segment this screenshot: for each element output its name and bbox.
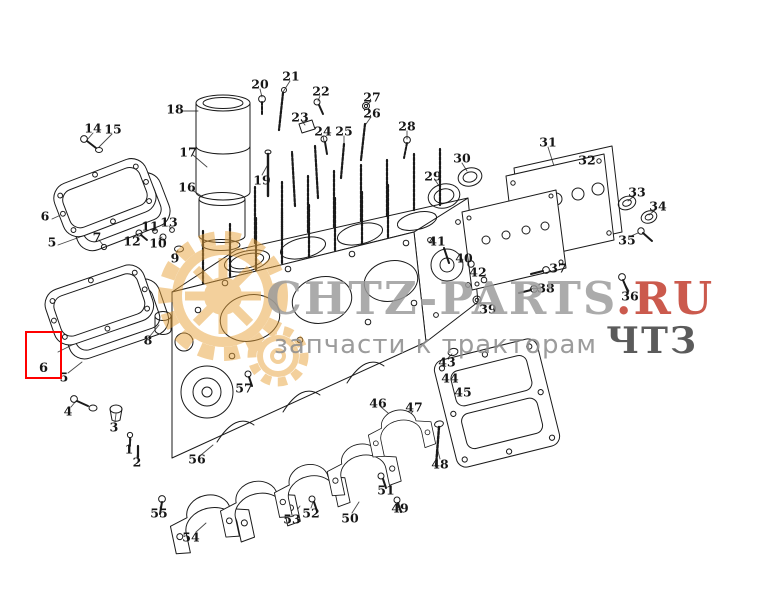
side-gasket-right <box>433 338 561 468</box>
bearing-caps <box>169 409 437 555</box>
small-parts-left <box>70 135 253 459</box>
fasteners-top <box>258 87 411 198</box>
manifold-plate <box>461 189 567 291</box>
small-parts-right <box>617 195 658 293</box>
highlighted-part-box[interactable]: 6 <box>25 331 62 379</box>
side-cover-top <box>53 158 171 252</box>
liner-seal-rings <box>427 167 483 209</box>
side-cover-bottom <box>44 264 170 360</box>
highlighted-part-number: 6 <box>38 361 49 376</box>
cylinder-liner <box>195 94 251 251</box>
fasteners-right <box>443 247 550 305</box>
fasteners-bottom <box>158 472 402 515</box>
